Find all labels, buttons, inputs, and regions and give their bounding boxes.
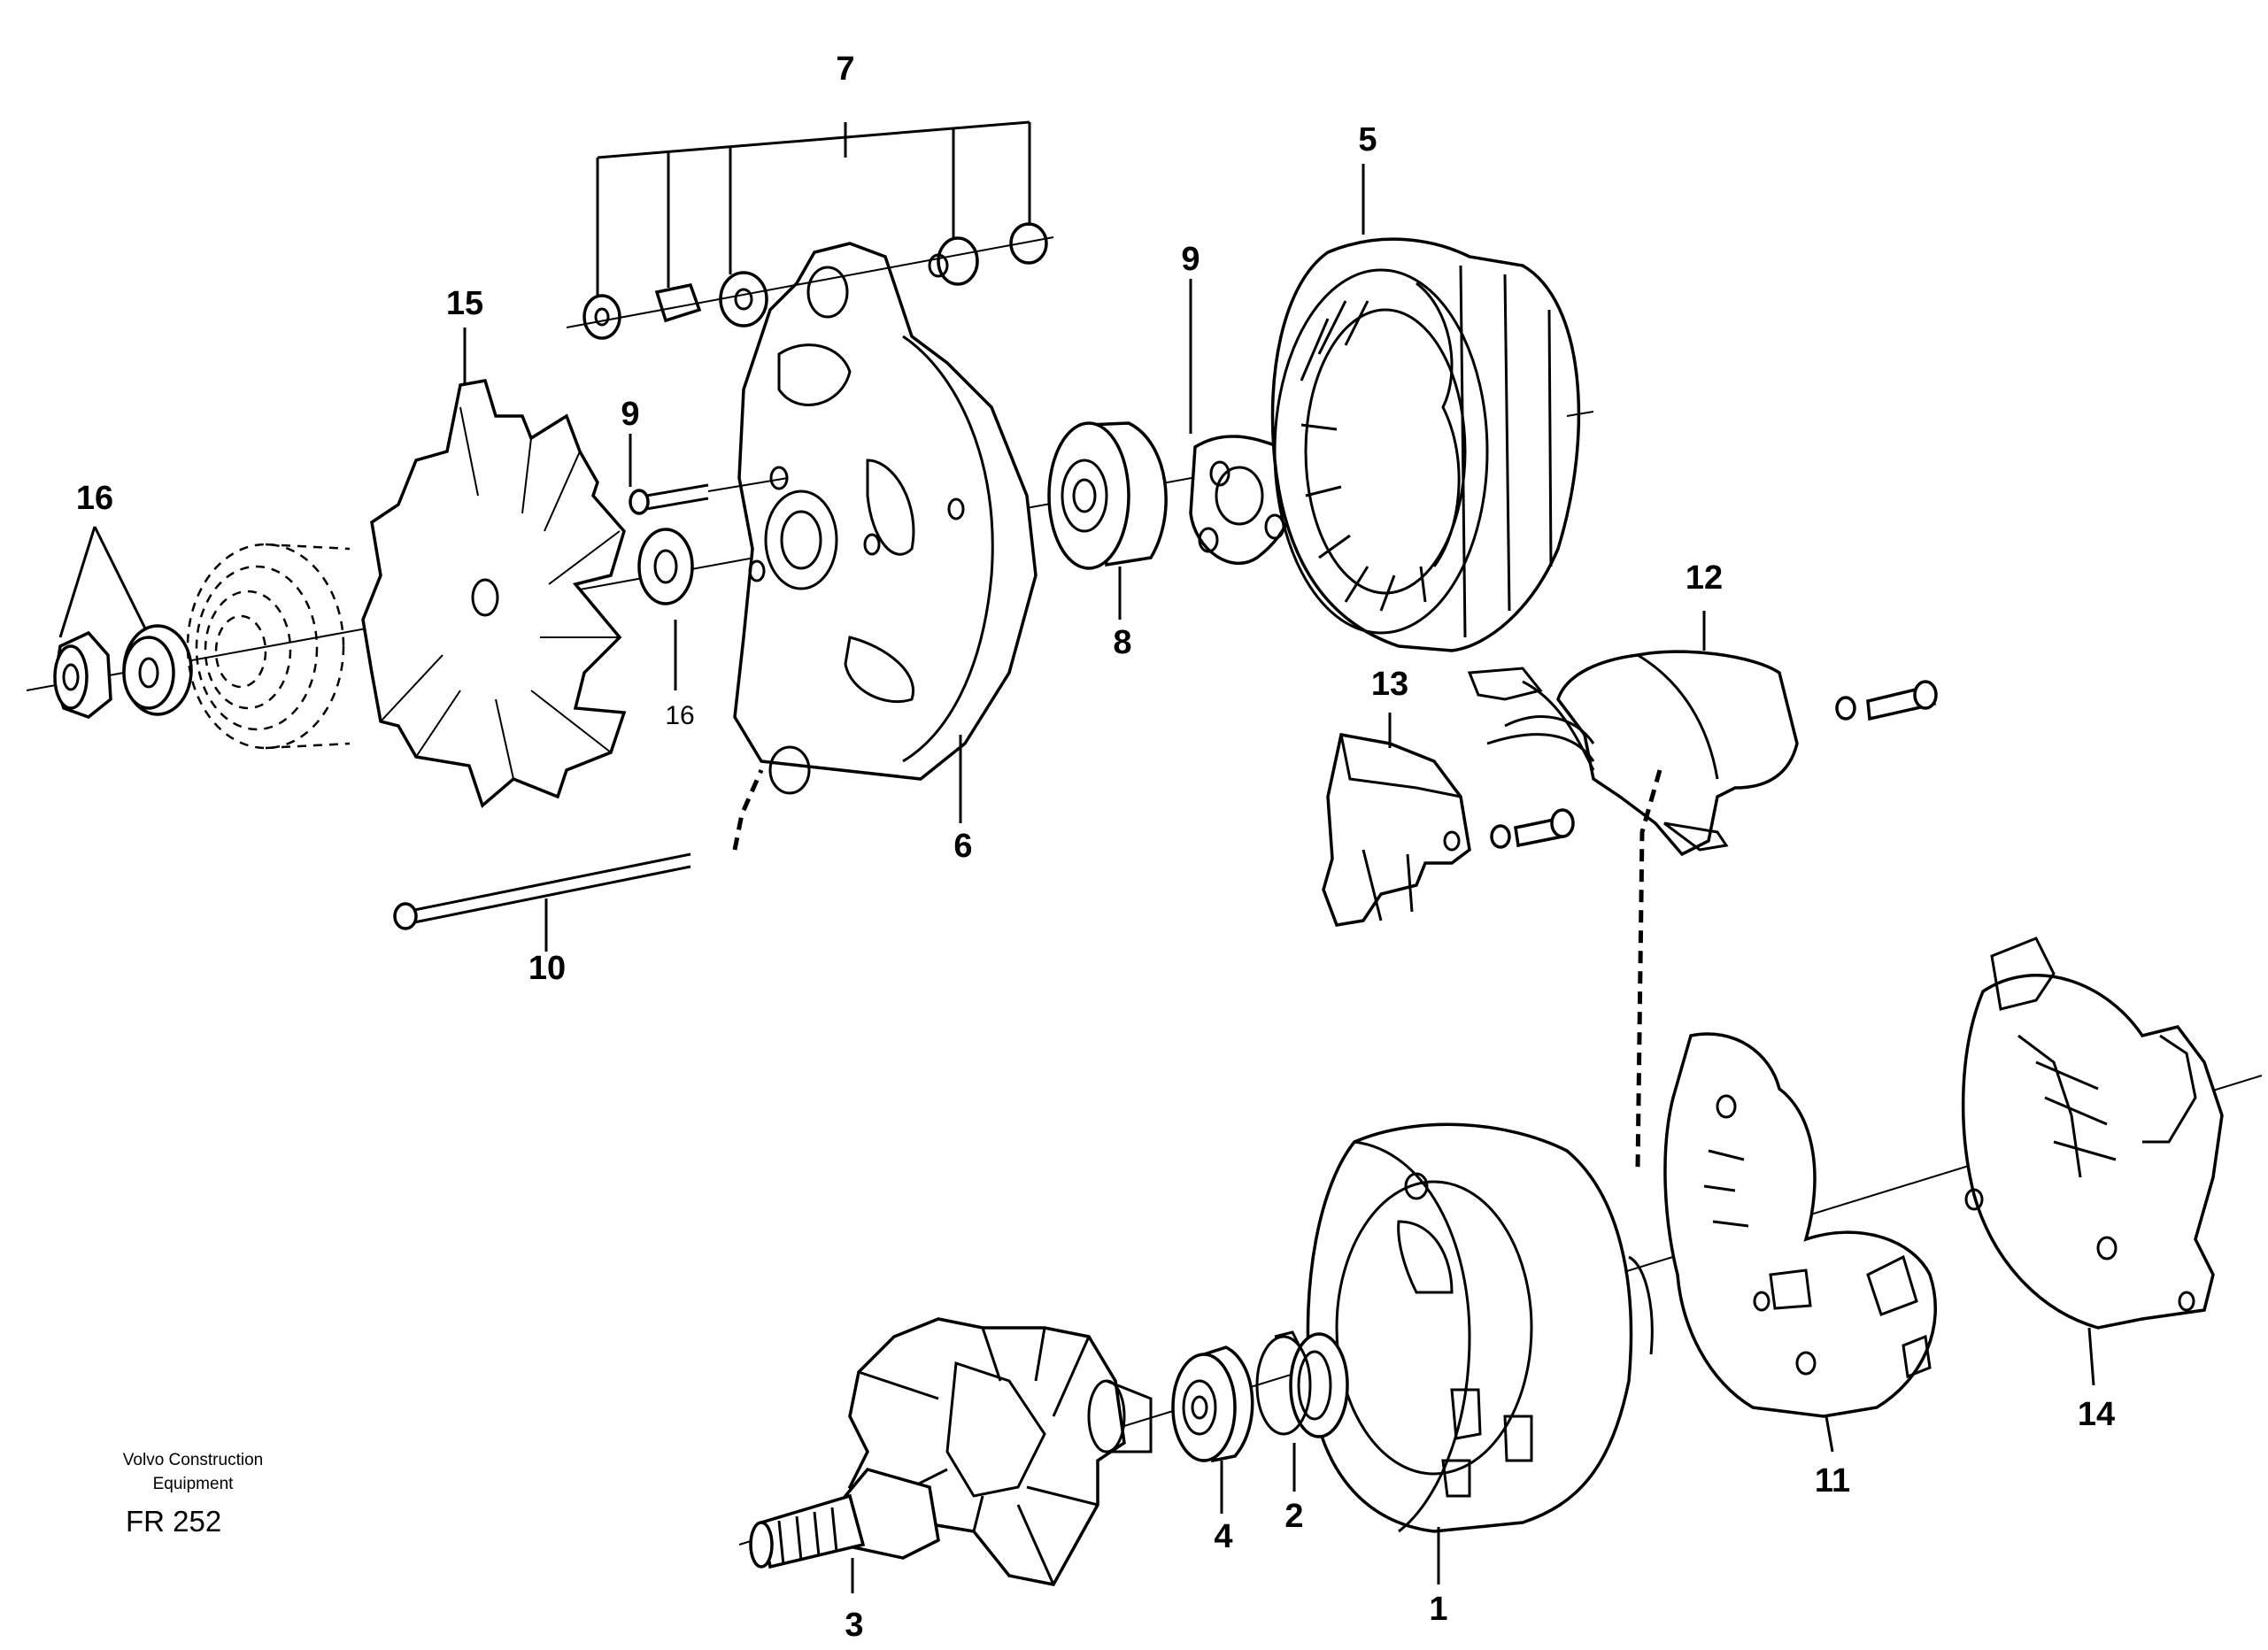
- label-11: 11: [1815, 1462, 1850, 1500]
- label-5: 5: [1358, 121, 1377, 158]
- figure-caption: Volvo Construction Equipment FR 252: [123, 1451, 263, 1538]
- dashed-link-12-to-1: [1635, 769, 1662, 1169]
- figure-code: FR 252: [126, 1505, 221, 1538]
- part-4-bearing: [1171, 1345, 1254, 1463]
- part-16-washer: [122, 624, 193, 716]
- part-3-rotor: [749, 1317, 1153, 1586]
- leader-lines: [58, 164, 2095, 1593]
- label-4: 4: [1214, 1518, 1232, 1555]
- caption-line2: Equipment: [153, 1475, 235, 1493]
- part-14-end-cover: [1961, 937, 2224, 1330]
- part-9-bolt: [629, 477, 789, 515]
- pulley-dashed: [186, 543, 351, 750]
- label-9-plate: 9: [1181, 241, 1200, 278]
- part-15-fan: [361, 379, 627, 809]
- label-16-washer: 16: [665, 701, 694, 730]
- label-9: 9: [621, 396, 639, 433]
- label-3: 3: [845, 1607, 863, 1644]
- part-16-spacer-washer: [637, 528, 694, 605]
- label-8: 8: [1113, 624, 1131, 661]
- label-2: 2: [1284, 1498, 1303, 1535]
- part-10-through-bolt: [393, 768, 764, 930]
- part-12-screw-left: [1490, 808, 1575, 849]
- label-10: 10: [528, 950, 566, 987]
- part-13-brush-holder: [1322, 732, 1471, 927]
- label-6: 6: [953, 828, 972, 865]
- label-1: 1: [1429, 1591, 1447, 1628]
- part-7-fastener-set: [566, 222, 1054, 340]
- label-13: 13: [1371, 666, 1408, 703]
- label-7: 7: [836, 50, 854, 88]
- part-5-stator: [1270, 237, 1594, 652]
- part-1-housing: [1306, 1122, 1654, 1533]
- label-16: 16: [76, 480, 113, 517]
- label-12: 12: [1686, 559, 1723, 597]
- part-2-circlip: [1255, 1330, 1349, 1438]
- part-12-regulator-housing: [1467, 650, 1799, 857]
- label-14: 14: [2078, 1396, 2115, 1433]
- part-6-drive-end-bracket: [733, 242, 1038, 795]
- label-15: 15: [446, 285, 483, 322]
- part-7-bracket-lines: [596, 120, 1031, 297]
- part-11-rectifier: [1663, 1032, 1938, 1418]
- part-12-screw-right: [1835, 680, 1938, 721]
- part-8-bearing: [1047, 421, 1168, 570]
- caption-line1: Volvo Construction: [123, 1451, 263, 1469]
- part-16-nut: [53, 630, 112, 719]
